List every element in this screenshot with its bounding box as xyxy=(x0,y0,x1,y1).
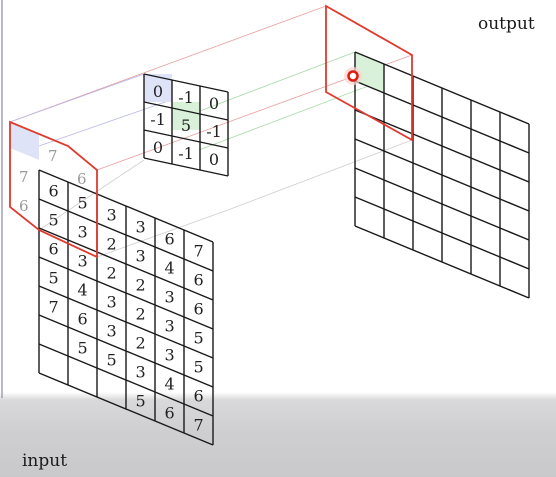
input-cell-value: 6 xyxy=(194,300,204,319)
kernel-row-line xyxy=(143,129,229,149)
proj-line-5 xyxy=(170,51,356,123)
kernel-cell-value: 0 xyxy=(209,94,219,113)
input-cell-value: 2 xyxy=(107,264,117,283)
input-cell-value: 5 xyxy=(78,194,88,213)
kernel-row-line xyxy=(143,157,229,177)
input-cell-value: 3 xyxy=(78,252,88,271)
input-cell-value: 5 xyxy=(107,351,117,370)
input-receptive-frame xyxy=(9,120,98,259)
input-cell-value: 6 xyxy=(165,230,175,249)
input-cell-value: 3 xyxy=(78,223,88,242)
kernel-cell-value: -1 xyxy=(178,144,194,163)
input-cell-value: 3 xyxy=(165,346,175,365)
kernel-row-line xyxy=(143,101,229,121)
kernel-cell-value: -1 xyxy=(178,88,194,107)
proj-line-3 xyxy=(9,73,145,123)
proj-line-4 xyxy=(38,99,172,147)
proj-line-1 xyxy=(9,5,327,123)
proj-line-7 xyxy=(96,209,229,258)
proj-line-6 xyxy=(198,79,385,151)
input-label: input xyxy=(22,451,67,471)
input-cell-value: 3 xyxy=(136,247,146,266)
input-cell-value: 6 xyxy=(194,387,204,406)
output-receptive-frame xyxy=(325,4,413,142)
input-cell-value: 3 xyxy=(136,218,146,237)
input-cell-value: 6 xyxy=(165,404,175,423)
output-label: output xyxy=(478,14,535,34)
input-cell-value: 5 xyxy=(136,392,146,411)
input-cell-value: 5 xyxy=(49,269,59,288)
input-cell-value: 2 xyxy=(136,334,146,353)
input-grid: 7767665336753234663223654323576323555346… xyxy=(10,122,214,446)
input-cell-value: 2 xyxy=(107,235,117,254)
input-cell-value: 3 xyxy=(136,363,146,382)
kernel-cell-value: 0 xyxy=(153,138,163,157)
input-cell-value: 3 xyxy=(107,322,117,341)
input-cell-value: 3 xyxy=(165,288,175,307)
input-cell-value: 7 xyxy=(194,242,204,261)
kernel-grid: 0 -1 0 -1 5 -1 0 -1 0 xyxy=(143,73,229,177)
input-cell-value: 2 xyxy=(136,305,146,324)
input-padding-value: 7 xyxy=(19,168,29,186)
input-padding-value: 6 xyxy=(77,170,87,188)
input-cell-value: 7 xyxy=(194,416,204,435)
input-cell-value: 5 xyxy=(194,329,204,348)
input-cell-value: 2 xyxy=(136,276,146,295)
kernel-highlight-green xyxy=(172,102,200,130)
kernel-cell-value: 0 xyxy=(209,150,219,169)
active-cell-marker xyxy=(347,70,359,82)
input-cell-value: 4 xyxy=(78,281,88,300)
input-padding-value: 7 xyxy=(48,147,58,165)
output-highlight-cell xyxy=(355,52,384,93)
input-cell-value: 3 xyxy=(107,206,117,225)
input-cell-value: 4 xyxy=(165,375,175,394)
input-cell-value: 6 xyxy=(194,271,204,290)
input-cell-value: 6 xyxy=(78,310,88,329)
input-cell-value: 6 xyxy=(49,182,59,201)
input-cell-value: 6 xyxy=(49,240,59,259)
kernel-row-line xyxy=(143,73,229,93)
kernel-cell-value: -1 xyxy=(150,110,166,129)
input-padding-value: 6 xyxy=(19,197,29,215)
input-cell-value: 7 xyxy=(49,298,59,317)
kernel-cell-value: -1 xyxy=(206,122,222,141)
kernel-cell-value: 0 xyxy=(153,82,163,101)
output-grid xyxy=(354,51,530,299)
input-cell-value: 5 xyxy=(49,211,59,230)
projection-lines xyxy=(9,5,413,258)
kernel-cell-value: 5 xyxy=(181,116,191,135)
input-cell-value: 5 xyxy=(78,339,88,358)
proj-line-8 xyxy=(38,159,145,231)
proj-line-9 xyxy=(227,139,413,211)
input-cell-value: 3 xyxy=(107,293,117,312)
input-cell-value: 4 xyxy=(165,259,175,278)
input-cell-value: 3 xyxy=(165,317,175,336)
input-cell-value: 5 xyxy=(194,358,204,377)
